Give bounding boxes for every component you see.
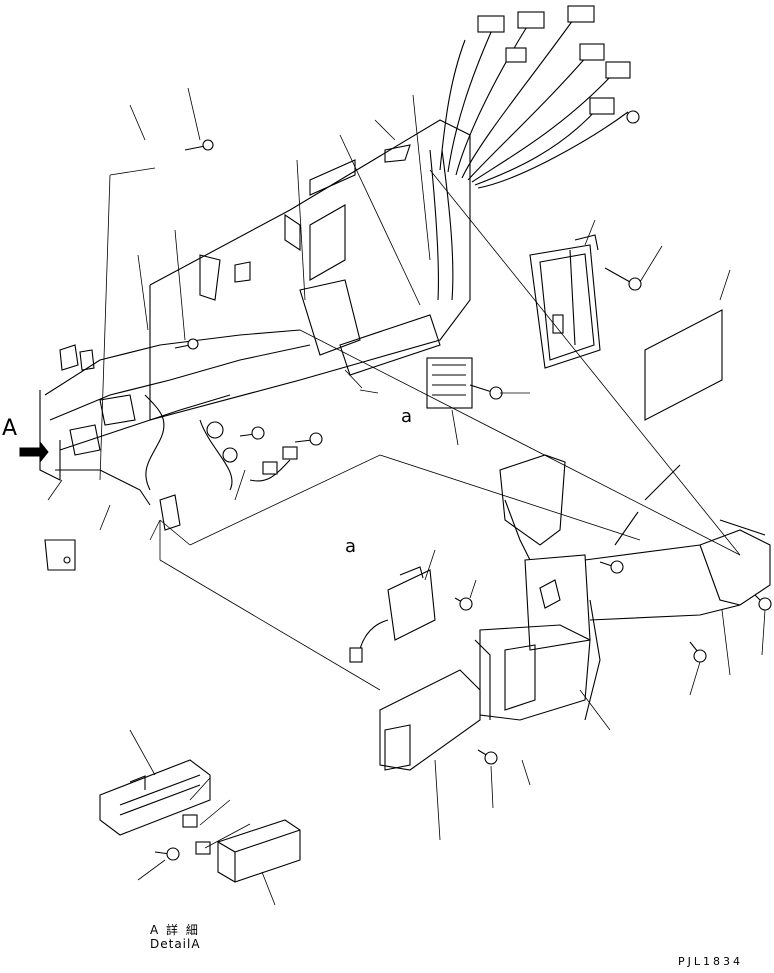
left-harness-assembly [39, 329, 311, 571]
connector-1 [477, 15, 505, 33]
small-controller [349, 566, 436, 663]
upper-wiring-harness [429, 5, 640, 301]
bolt-11 [477, 749, 498, 765]
air-duct-assembly [379, 454, 771, 771]
detail-title-jp: A 詳 細 [150, 923, 200, 937]
ref-a-upper-label: a [401, 406, 413, 427]
ref-a-lower-label: a [345, 536, 357, 557]
bolt-1 [184, 139, 214, 151]
bolt-10 [754, 594, 772, 611]
bolt-12 [154, 847, 180, 861]
bolts [154, 139, 772, 861]
ring-terminal [626, 110, 640, 124]
bolt-4 [294, 432, 323, 446]
connector-3 [567, 5, 595, 23]
drawing-code: PJL1834 [678, 955, 743, 968]
wire-rod [614, 511, 639, 546]
view-a-arrow [19, 440, 49, 464]
bolt-2 [174, 338, 199, 350]
caution-label-plate [644, 309, 723, 421]
bolt-7 [454, 597, 473, 611]
bolt-3 [239, 426, 265, 440]
connector-5 [605, 61, 631, 79]
boundary-lines [99, 167, 741, 691]
relay-module [426, 357, 473, 409]
controller-unit [529, 234, 601, 369]
bolt-9 [689, 641, 707, 663]
connector-7 [589, 97, 615, 115]
main-mounting-bracket [149, 119, 473, 421]
view-a-label: A [2, 416, 18, 441]
bolt-5 [604, 267, 642, 291]
bolt-8 [599, 560, 624, 574]
leader-lines [47, 87, 766, 841]
bolt-6 [469, 384, 503, 400]
connector-4 [579, 43, 605, 61]
detail-a-view [99, 729, 301, 906]
detail-title-en: DetailA [150, 937, 201, 951]
connector-6 [505, 47, 527, 63]
connector-2 [517, 11, 545, 29]
antenna-rod [644, 464, 681, 501]
